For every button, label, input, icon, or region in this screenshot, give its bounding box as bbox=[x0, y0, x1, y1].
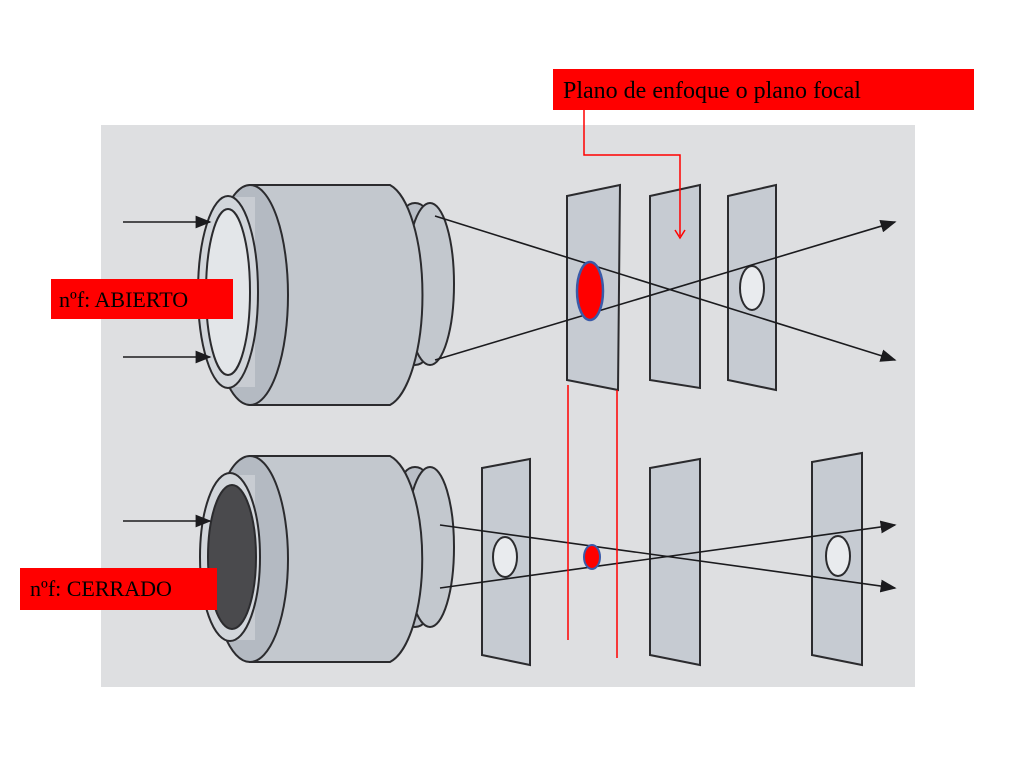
plate-bottom-1 bbox=[481, 457, 531, 667]
plate-bottom-3 bbox=[811, 451, 863, 667]
focal-plane-guides bbox=[567, 110, 686, 658]
plate-bottom-2 bbox=[649, 457, 701, 667]
rays-open bbox=[123, 215, 897, 364]
focus-circle-closed bbox=[583, 544, 601, 570]
plate-top-3 bbox=[727, 183, 777, 392]
focus-circle-open bbox=[575, 260, 605, 322]
aperture-closed-label: nºf: CERRADO bbox=[20, 568, 217, 610]
plate-top-2 bbox=[649, 183, 701, 390]
blur-circle-bottom-left bbox=[492, 536, 518, 578]
aperture-open-label: nºf: ABIERTO bbox=[51, 279, 233, 319]
closed-diaphragm bbox=[207, 484, 257, 630]
blur-circle-top bbox=[739, 265, 765, 311]
blur-circle-bottom-right bbox=[825, 535, 851, 577]
focal-plane-label: Plano de enfoque o plano focal bbox=[553, 69, 974, 110]
